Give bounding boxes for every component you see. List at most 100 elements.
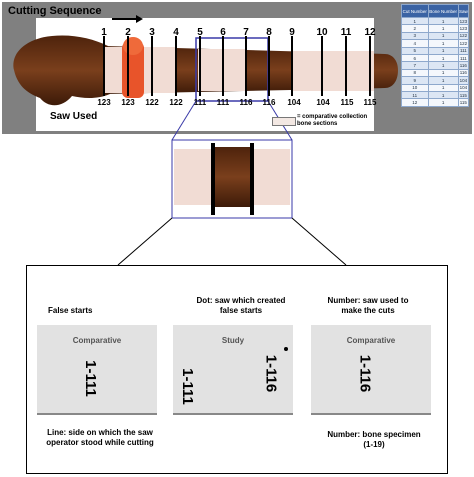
annotation-false-starts: False starts xyxy=(48,306,93,315)
cut-number: 3 xyxy=(149,27,155,38)
table-cell: 3 xyxy=(401,31,429,41)
table-cell: 2 xyxy=(401,24,429,33)
cut-number: 10 xyxy=(316,27,328,38)
table-cell: 1 xyxy=(427,98,459,107)
annotation-number-bone: Number: bone specimen (1-19) xyxy=(327,430,421,449)
saw-number: 123 xyxy=(121,98,135,107)
cut-number: 4 xyxy=(173,27,179,38)
cut-number: 11 xyxy=(340,27,352,38)
annotation-dot: Dot: saw which created false starts xyxy=(196,296,286,315)
table-cell: 116 xyxy=(457,68,470,78)
annotation-number-saw: Number: saw used to make the cuts xyxy=(327,296,409,315)
table-cell: 1 xyxy=(427,53,459,63)
bone-code: 1-111 xyxy=(81,360,99,397)
table-cell: 1 xyxy=(427,61,459,70)
cut-number: 2 xyxy=(125,27,131,38)
cut-number: 7 xyxy=(243,27,249,38)
saw-number: 104 xyxy=(316,98,330,107)
saw-number: 122 xyxy=(169,98,183,107)
table-cell: 1 xyxy=(427,46,459,55)
table-cell: 4 xyxy=(401,39,429,48)
table-cell: 1 xyxy=(427,83,459,92)
table-cell: 1 xyxy=(427,76,459,85)
table-cell: 7 xyxy=(401,61,429,70)
saw-number: 111 xyxy=(193,98,207,107)
panel-title: Study xyxy=(221,336,245,345)
bone-code: 1-111 xyxy=(178,368,196,405)
saw-number: 116 xyxy=(239,98,253,107)
saw-number: 111 xyxy=(216,98,230,107)
table-cell: 111 xyxy=(457,53,470,63)
saw-number: 122 xyxy=(145,98,159,107)
comparative-section xyxy=(292,51,374,91)
table-cell: 9 xyxy=(401,76,429,85)
table-cell: 123 xyxy=(457,16,470,26)
annotation-line: Line: side on which the saw operator sto… xyxy=(46,428,154,447)
study-panel xyxy=(173,325,293,415)
bone-code: 1-116 xyxy=(356,354,374,393)
table-cell: 115 xyxy=(457,98,470,107)
table-cell: 122 xyxy=(457,31,470,41)
table-cell: 122 xyxy=(457,39,470,48)
saw-number: 123 xyxy=(97,98,111,107)
table-cell: 1 xyxy=(427,16,459,26)
table-cell: 12 xyxy=(401,98,429,107)
table-header: Saw xyxy=(457,4,470,18)
table-cell: 104 xyxy=(457,76,470,85)
table-cell: 111 xyxy=(457,46,470,55)
table-cell: 1 xyxy=(427,39,459,48)
bone-code: 1-116 xyxy=(262,354,280,393)
table-cell: 1 xyxy=(427,31,459,41)
saw-number: 104 xyxy=(287,98,301,107)
table-header-row: Cut Number Bone Number Saw xyxy=(401,4,470,18)
table-cell: 5 xyxy=(401,46,429,55)
table-cell: 10 xyxy=(401,83,429,92)
table-cell: 8 xyxy=(401,68,429,78)
table-cell: 116 xyxy=(457,61,470,70)
legend-text: = comparative collection bone sections xyxy=(297,114,368,127)
femur-head xyxy=(13,35,110,106)
table-header: Bone Number xyxy=(427,4,459,18)
saw-number: 115 xyxy=(363,98,377,107)
saw-number: 115 xyxy=(340,98,354,107)
table-cell: 1 xyxy=(401,16,429,26)
saw-number: 116 xyxy=(262,98,276,107)
table-cell: 6 xyxy=(401,53,429,63)
table-header: Cut Number xyxy=(401,4,429,18)
cut-number: 12 xyxy=(364,27,376,38)
cutting-sequence-label: Cutting Sequence xyxy=(8,5,102,17)
cut-number: 6 xyxy=(220,27,226,38)
cut-number: 1 xyxy=(101,27,107,38)
table-cell: 115 xyxy=(457,90,470,100)
cut-number: 8 xyxy=(266,27,272,38)
saw-used-label: Saw Used xyxy=(50,111,98,122)
table-cell: 1 xyxy=(427,24,459,33)
table-cell: 123 xyxy=(457,24,470,33)
cut-number: 9 xyxy=(289,27,295,38)
comparative-panel-right xyxy=(311,325,431,415)
saw-dot xyxy=(284,347,288,351)
table-cell: 104 xyxy=(457,83,470,92)
cut-number: 5 xyxy=(197,27,203,38)
legend-swatch xyxy=(272,117,296,126)
table-cell: 1 xyxy=(427,68,459,78)
panel-title: Comparative xyxy=(72,336,122,345)
table-cell: 1 xyxy=(427,90,459,100)
comparative-panel-left xyxy=(37,325,157,415)
panel-title: Comparative xyxy=(346,336,396,345)
table-cell: 11 xyxy=(401,90,429,100)
